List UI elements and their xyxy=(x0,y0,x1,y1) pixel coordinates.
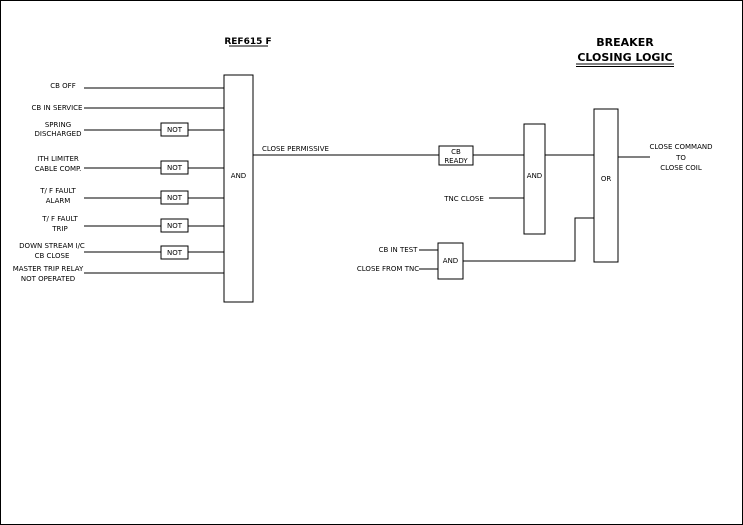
cb-ready-label-line2: READY xyxy=(444,157,468,165)
input-label-tf-alarm-line2: ALARM xyxy=(46,197,71,205)
input-label-master-trip-line1: MASTER TRIP RELAY xyxy=(13,265,84,273)
input-label-cb-in-service: CB IN SERVICE xyxy=(32,104,83,112)
and-gate-2 xyxy=(523,123,546,235)
input-label-ith-line1: ITH LIMITER xyxy=(37,155,79,163)
input-label-spring-line1: SPRING xyxy=(45,121,71,129)
not-gate-ith-label: NOT xyxy=(167,164,183,172)
and-gate-2-label: AND xyxy=(527,172,542,180)
output-label-line2: TO xyxy=(675,154,686,162)
input-label-downstream-line2: CB CLOSE xyxy=(35,252,70,260)
and-gate-main xyxy=(223,74,254,303)
and3-to-or-line xyxy=(463,217,594,262)
input-label-spring-line2: DISCHARGED xyxy=(35,130,82,138)
or-gate xyxy=(593,108,619,263)
relay-title: REF615 F xyxy=(224,37,271,47)
input-label-tf-alarm-line1: T/ F FAULT xyxy=(39,187,76,195)
input-label-ith-line2: CABLE COMP. xyxy=(35,165,82,173)
and-gate-3-label: AND xyxy=(443,257,458,265)
not-gate-downstream-label: NOT xyxy=(167,249,183,257)
input-label-master-trip-line2: NOT OPERATED xyxy=(21,275,75,283)
diagram-title-line2: CLOSING LOGIC xyxy=(577,51,672,64)
tnc-close-label: TNC CLOSE xyxy=(443,195,484,203)
or-gate-label: OR xyxy=(601,175,612,183)
close-from-tnc-label: CLOSE FROM TNC xyxy=(357,265,419,273)
input-label-downstream-line1: DOWN STREAM I/C xyxy=(19,242,85,250)
cb-ready-label-line1: CB xyxy=(451,148,461,156)
input-label-cb-off: CB OFF xyxy=(50,82,75,90)
not-gate-spring-label: NOT xyxy=(167,126,183,134)
not-gate-tf-trip-label: NOT xyxy=(167,222,183,230)
not-gate-tf-alarm-label: NOT xyxy=(167,194,183,202)
and-gate-main-label: AND xyxy=(231,172,246,180)
output-label-line1: CLOSE COMMAND xyxy=(649,143,712,151)
input-label-tf-trip-line1: T/ F FAULT xyxy=(41,215,78,223)
cb-in-test-label: CB IN TEST xyxy=(379,246,419,254)
diagram-title-line1: BREAKER xyxy=(596,36,654,49)
close-permissive-label: CLOSE PERMISSIVE xyxy=(262,145,329,153)
input-label-tf-trip-line2: TRIP xyxy=(51,225,67,233)
output-label-line3: CLOSE COIL xyxy=(660,164,702,172)
